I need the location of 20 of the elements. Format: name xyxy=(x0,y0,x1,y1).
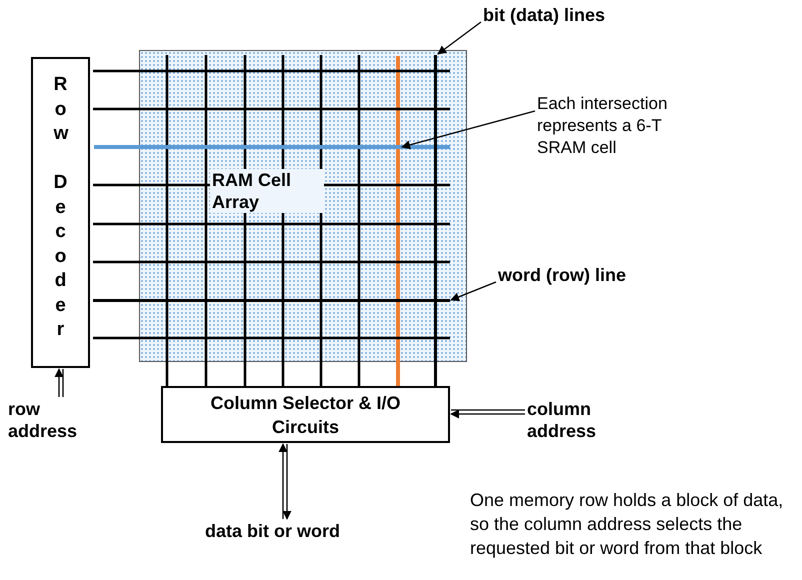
double-arrow xyxy=(450,409,526,418)
block-title: Row Decoder xyxy=(54,73,68,342)
input-label: row address xyxy=(8,398,108,442)
callout-label: Each intersection represents a 6-T SRAM cell xyxy=(537,93,687,159)
input-label: column address xyxy=(527,398,627,442)
double-arrow xyxy=(278,443,292,520)
word-line xyxy=(93,299,450,302)
leader-arrow xyxy=(401,110,536,150)
output-label: data bit or word xyxy=(205,520,340,542)
block-title: RAM Cell Array xyxy=(210,169,324,213)
double-arrow xyxy=(54,368,64,398)
bit-line xyxy=(434,55,437,388)
block-title: Column Selector & I/O Circuits xyxy=(209,392,402,438)
decoder-block xyxy=(31,57,90,368)
callout-label: word (row) line xyxy=(498,264,626,286)
leader-arrow xyxy=(450,281,496,302)
note-text: One memory row holds a block of data, so the column address selects the requested bit or word from that block xyxy=(470,489,784,560)
leader-arrow xyxy=(437,21,482,55)
selector-block xyxy=(161,386,450,443)
callout-label: bit (data) lines xyxy=(483,4,606,26)
